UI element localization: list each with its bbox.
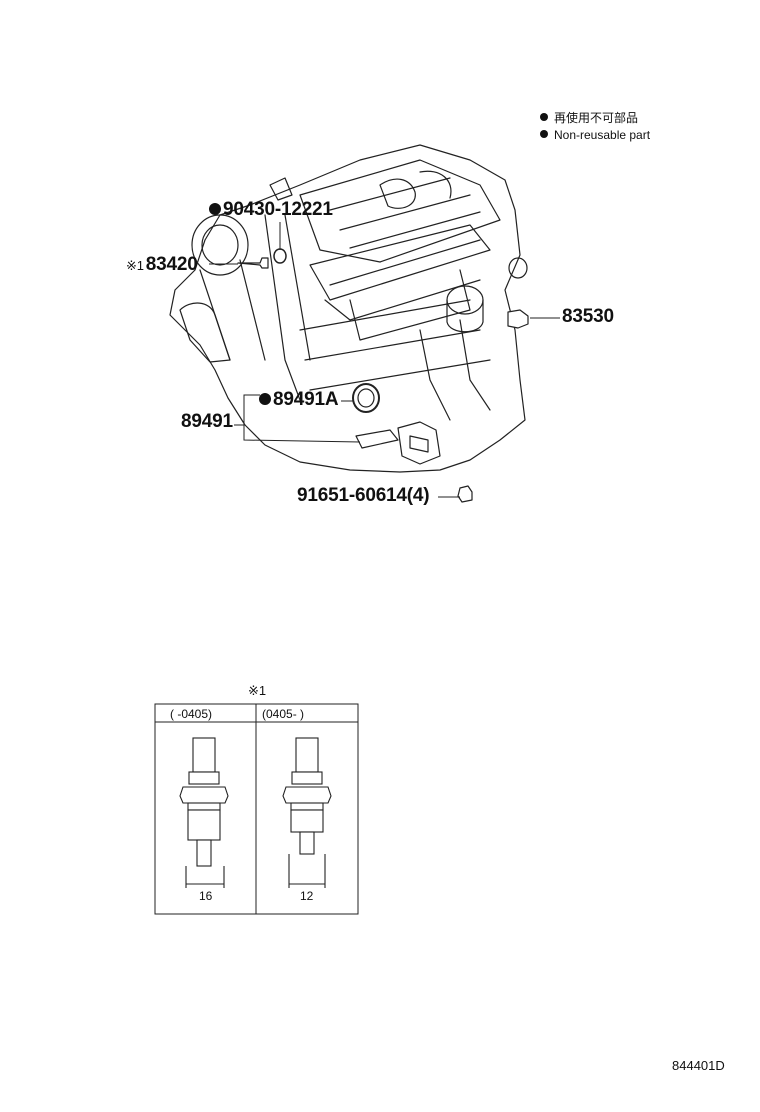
callout-90430-12221: 90430-12221 [209,200,333,220]
bullet-icon [540,113,548,121]
timing-belt [264,214,311,401]
column-header-old: ( -0405) [170,707,213,721]
crank-pulley [191,214,249,276]
legend-item-nonreusable-en: Non-reusable part [540,128,650,142]
detail-reference-mark: ※1 [248,683,267,698]
nonreusable-bullet-icon [259,393,271,405]
bolt-91651 [457,485,473,503]
column-header-new: (0405- ) [262,707,305,721]
crank-sensor-assembly [397,421,441,465]
callout-89491a: 89491A [259,390,339,410]
dimension-new: 12 [300,889,314,903]
engine-block-outline [169,144,526,473]
leader-lines [209,222,560,498]
detail-table-frame [154,703,359,915]
bullet-icon [540,130,548,138]
nonreusable-bullet-icon [209,203,221,215]
callout-83530: 83530 [562,306,614,327]
legend-item-nonreusable-jp: 再使用不可部品 [540,111,638,125]
sensor-83420 [237,257,269,269]
sensor-variant-new-drawing [282,737,332,888]
switch-83530 [507,309,529,329]
gasket-washer [273,248,287,264]
reference-mark: ※1 [126,258,144,273]
intake-runners [309,224,491,301]
sensor-variant-old-drawing [179,737,229,888]
illustration-code: 844401D [672,1058,725,1073]
callout-89491: 89491 [181,411,233,432]
callout-91651-60614: 91651-60614(4) [297,485,430,506]
dimension-old: 16 [199,889,213,903]
valve-cover [299,159,501,263]
oil-seal-ring [352,383,380,413]
